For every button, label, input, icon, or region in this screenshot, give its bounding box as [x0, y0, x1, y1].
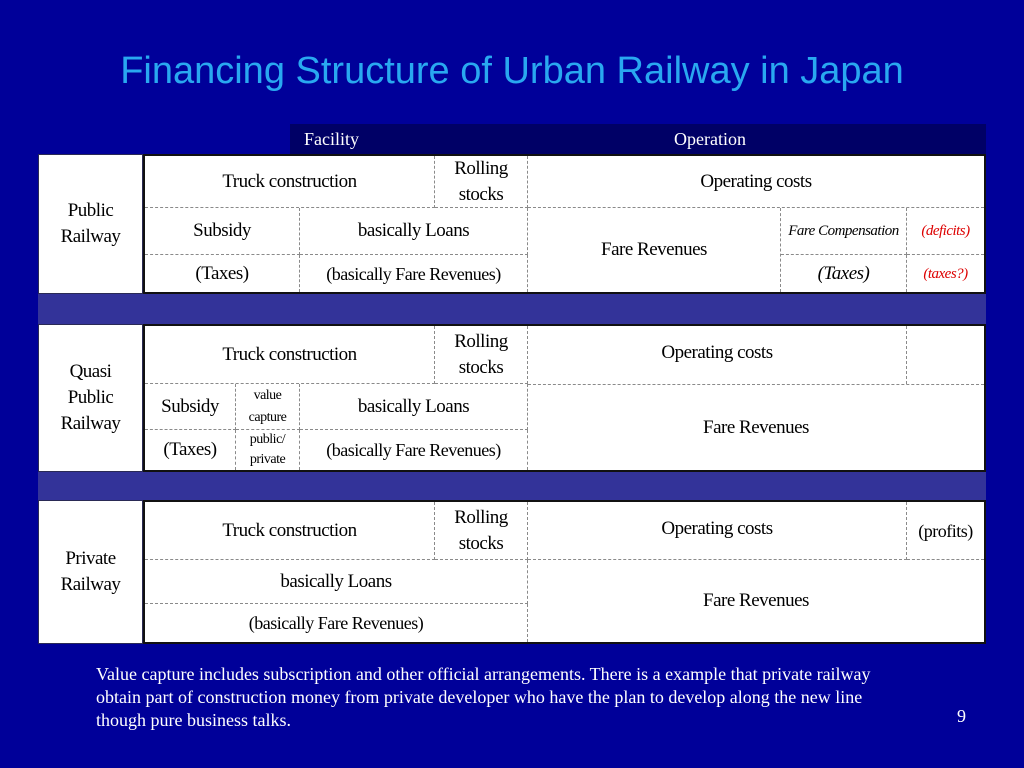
quasi-operating-costs: Operating costs: [528, 326, 907, 384]
public-subsidy: Subsidy: [145, 208, 300, 255]
private-basically-loans: basically Loans: [145, 560, 528, 604]
quasi-public-private: public/ private: [236, 430, 300, 470]
quasi-taxes: (Taxes): [145, 430, 236, 470]
separator-band: [38, 294, 986, 324]
public-basically-loans: basically Loans: [300, 208, 528, 255]
public-fare-revenues: Fare Revenues: [528, 208, 781, 292]
quasi-subsidy: Subsidy: [145, 384, 236, 430]
public-operating-costs: Operating costs: [528, 156, 984, 208]
slide-title: Financing Structure of Urban Railway in …: [120, 50, 904, 92]
separator-band: [38, 472, 986, 500]
header-facility: Facility: [304, 129, 359, 149]
public-fare-compensation: Fare Compensation: [781, 208, 907, 255]
quasi-railway-label: Quasi Public Railway: [38, 324, 143, 472]
public-taxes-question: (taxes?): [907, 255, 984, 292]
quasi-truck-construction: Truck construction: [145, 326, 435, 384]
public-basically-fare-revenues: (basically Fare Revenues): [300, 255, 528, 292]
private-fare-revenues: Fare Revenues: [528, 560, 984, 642]
quasi-empty-cell: [907, 326, 984, 384]
private-operating-costs: Operating costs: [528, 502, 907, 560]
page-number: 9: [957, 706, 966, 726]
public-fare-comp-taxes: (Taxes): [781, 255, 907, 292]
header-operation: Operation: [674, 129, 746, 149]
private-basically-fare-revenues: (basically Fare Revenues): [145, 604, 528, 642]
public-taxes: (Taxes): [145, 255, 300, 292]
public-deficits: (deficits): [907, 208, 984, 255]
private-rolling-stocks: Rolling stocks: [435, 502, 528, 560]
quasi-rolling-stocks: Rolling stocks: [435, 326, 528, 384]
private-truck-construction: Truck construction: [145, 502, 435, 560]
quasi-value-capture: value capture: [236, 384, 300, 430]
private-profits: (profits): [907, 502, 984, 560]
quasi-basically-fare-revenues: (basically Fare Revenues): [300, 430, 528, 470]
column-header-bar: [290, 124, 986, 154]
public-rolling-stocks: Rolling stocks: [435, 156, 528, 208]
quasi-fare-revenues: Fare Revenues: [528, 384, 984, 470]
private-railway-label: Private Railway: [38, 500, 143, 644]
quasi-basically-loans: basically Loans: [300, 384, 528, 430]
public-railway-label: Public Railway: [38, 154, 143, 294]
footnote-text: Value capture includes subscription and …: [96, 664, 871, 730]
public-truck-construction: Truck construction: [145, 156, 435, 208]
